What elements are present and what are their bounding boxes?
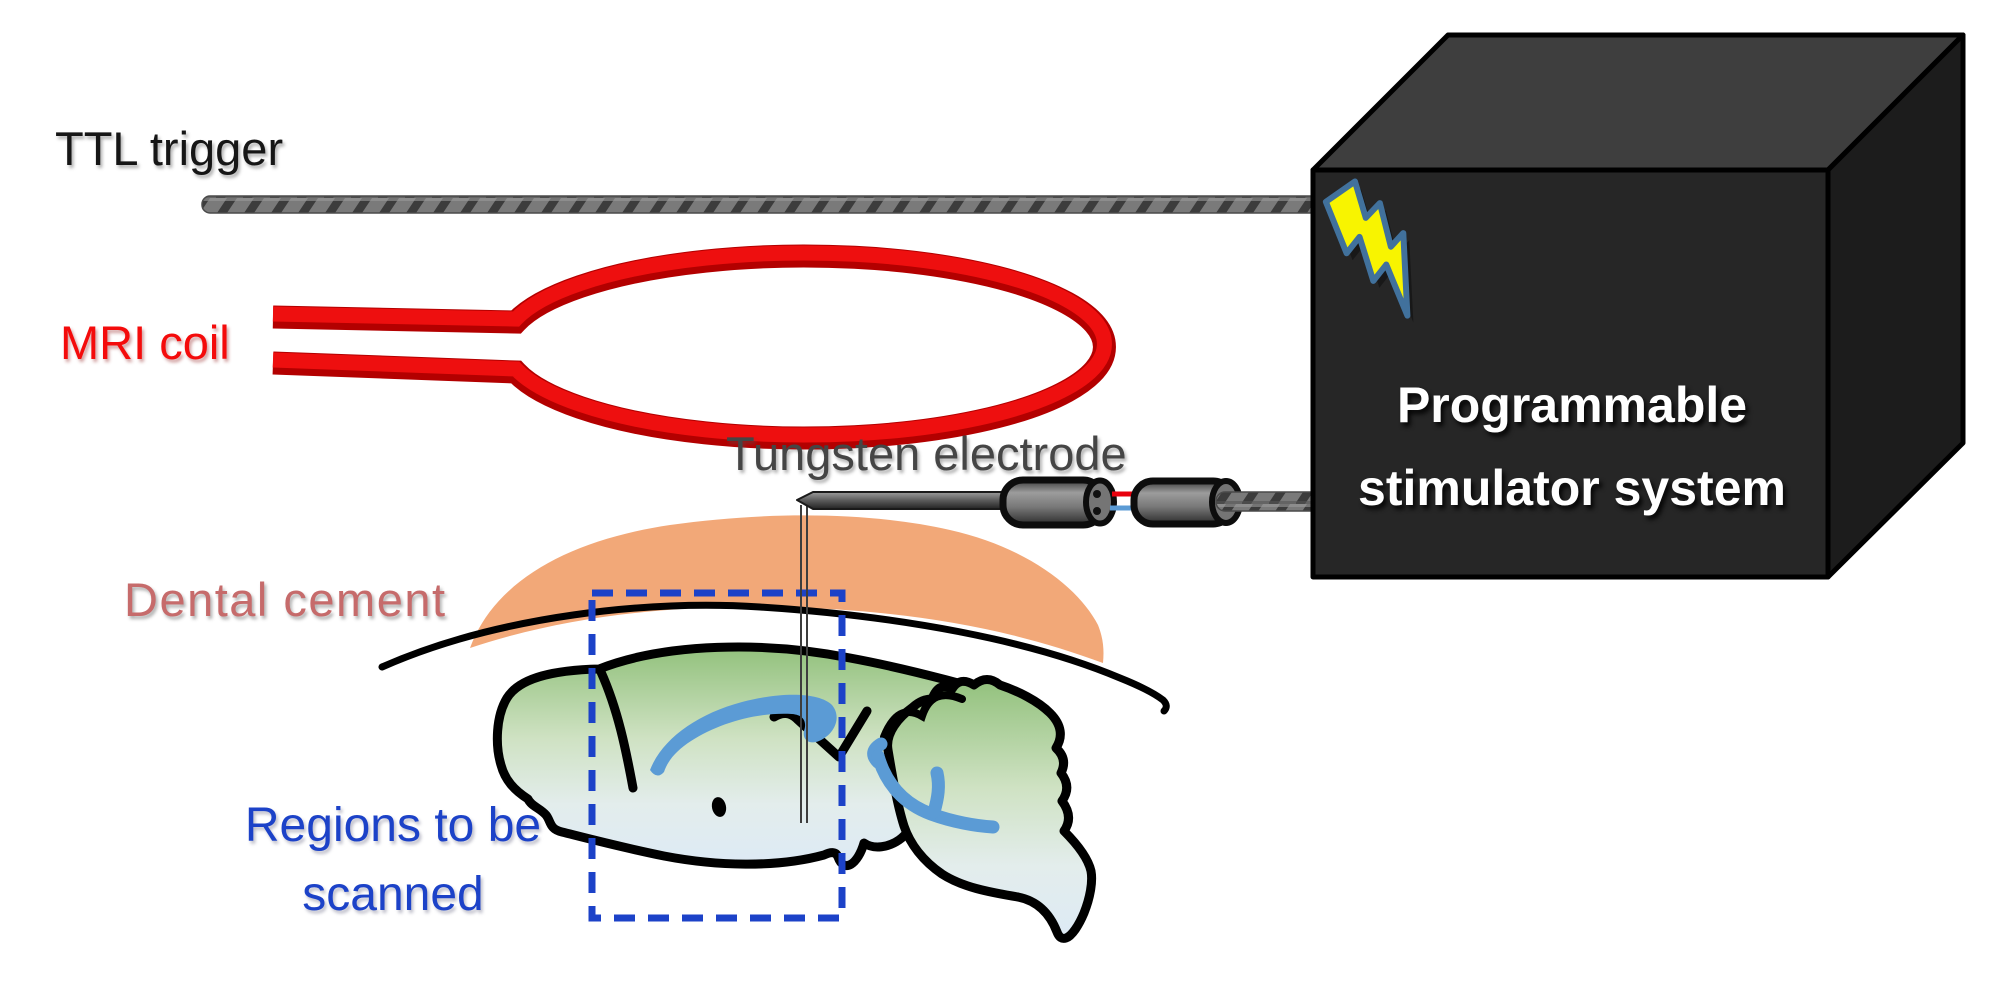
cerebellar-structure [867,737,1000,834]
hippocampus [650,694,837,776]
mri-coil-loop [272,244,1116,450]
stimulator-label: Programmable stimulator system [1326,364,1818,530]
midbrain-detail [880,691,966,741]
tungsten-electrode-shaft [796,491,1013,510]
dental-cement-label: Dental cement [124,573,447,626]
brain-cerebellum-outline [883,675,1097,943]
bulb-cortex-crease [596,667,638,793]
scan-region-label-line2: scanned [302,868,484,921]
ttl-trigger-label: TTL trigger [55,122,284,175]
dental-cement-blob [470,515,1104,663]
connector-plug-male [999,476,1117,529]
scan-region-label: Regions to be scanned [168,791,618,929]
tungsten-electrode-label: Tungsten electrode [726,427,1127,480]
stimulator-cable [1215,491,1321,512]
lightning-bolt-icon [1322,178,1411,319]
electrode-notch [769,706,872,762]
scan-region-label-line1: Regions to be [244,799,542,852]
skull-line [378,601,1170,715]
scan-region-box [588,589,846,922]
electrode-wire [800,505,808,823]
mri-coil-label: MRI coil [60,316,230,369]
ttl-cable [201,195,1319,214]
stimulator-label-line2: stimulator system [1358,460,1786,516]
anterior-commissure-dot [711,797,727,817]
stimulator-label-line1: Programmable [1396,377,1748,433]
